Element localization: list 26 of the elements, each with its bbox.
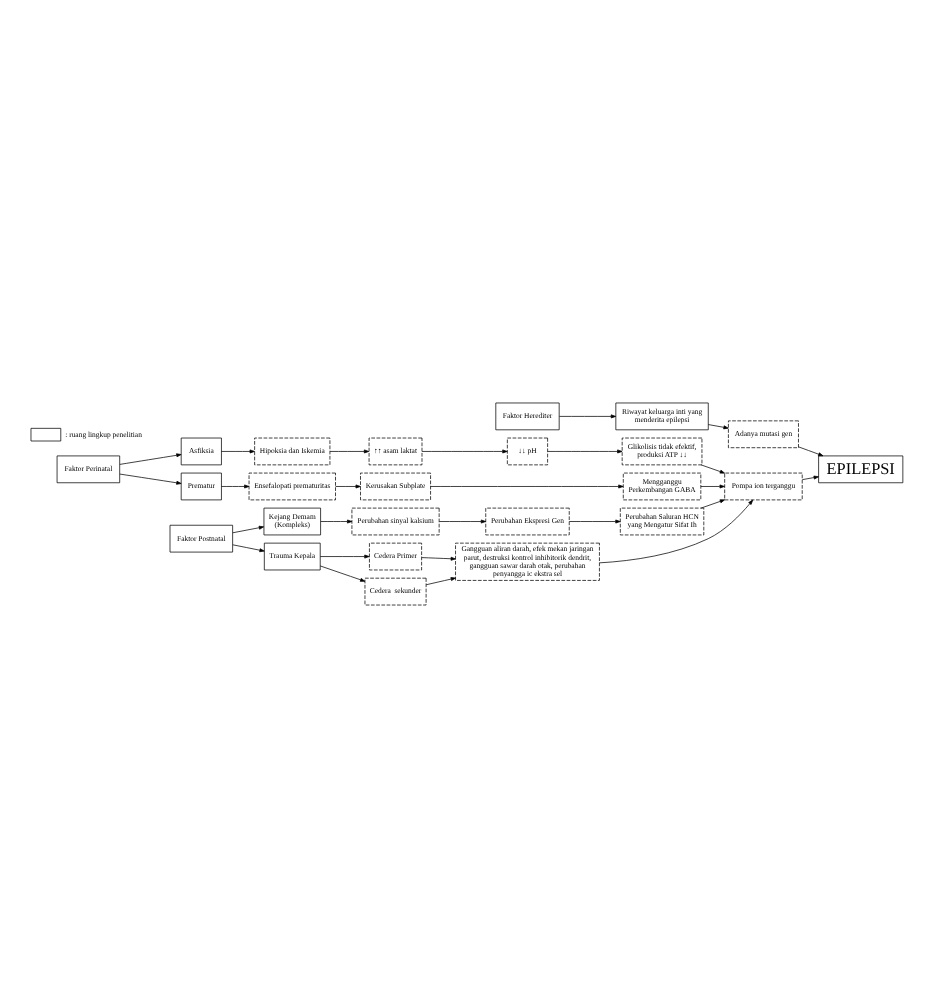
arrow xyxy=(425,577,456,586)
arrow xyxy=(232,544,265,553)
arrow xyxy=(599,499,754,564)
arrow xyxy=(319,554,370,559)
arrow xyxy=(700,464,725,474)
arrow xyxy=(320,519,353,524)
arrow xyxy=(439,519,487,524)
arrow xyxy=(119,453,182,465)
arrow xyxy=(547,449,623,454)
arrow xyxy=(119,473,182,485)
arrow xyxy=(319,565,366,582)
arrow xyxy=(232,525,265,534)
arrow xyxy=(700,499,725,509)
arrow xyxy=(335,484,361,489)
arrow xyxy=(801,475,819,481)
arrow xyxy=(568,519,621,524)
arrow xyxy=(559,414,617,419)
arrow xyxy=(700,484,725,489)
arrow xyxy=(798,446,824,457)
arrow xyxy=(329,449,370,454)
arrow xyxy=(221,449,255,454)
arrow xyxy=(430,484,624,489)
arrow xyxy=(421,449,508,454)
arrow xyxy=(708,424,729,430)
arrow xyxy=(221,484,250,489)
arrow xyxy=(421,556,456,561)
